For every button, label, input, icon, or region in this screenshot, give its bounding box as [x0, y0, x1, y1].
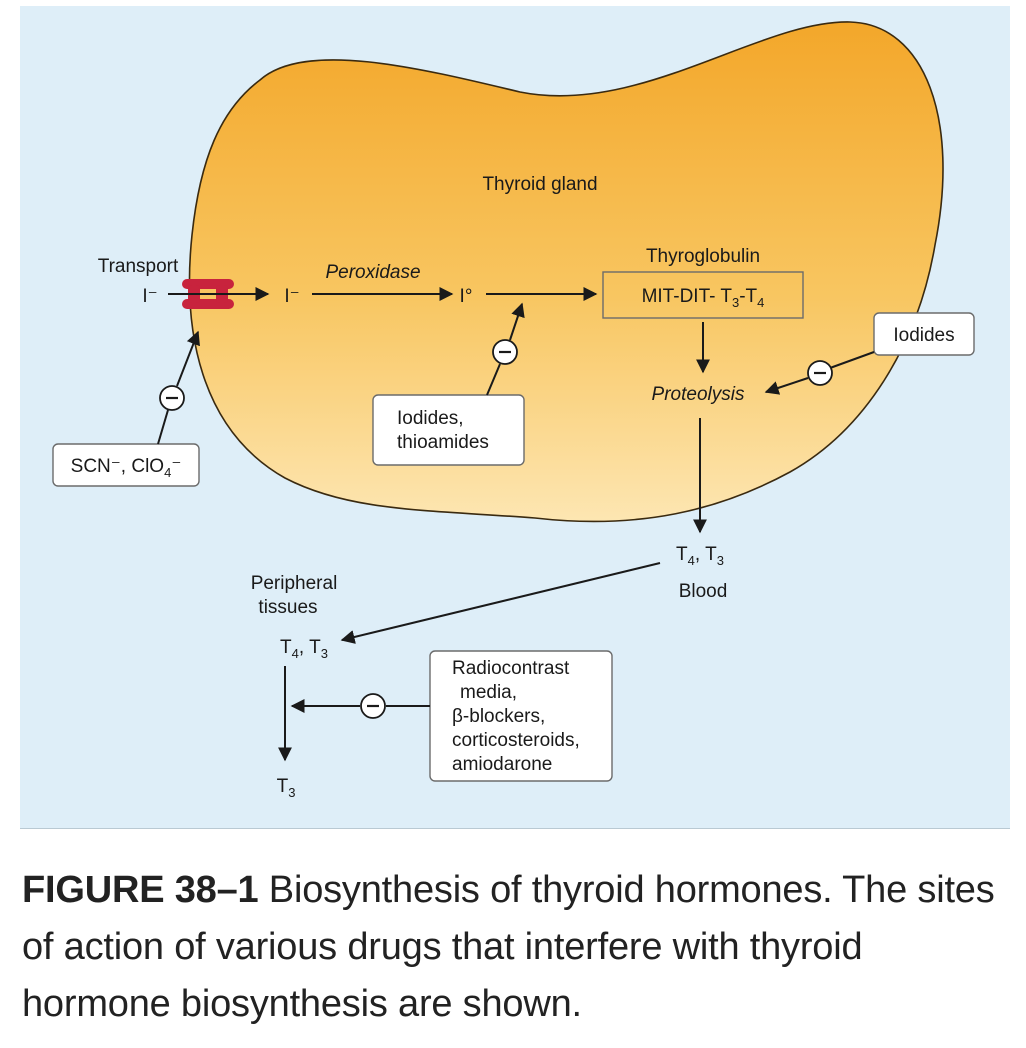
figure-number: FIGURE 38–1: [22, 869, 259, 911]
thyroid-gland-shape: [188, 21, 944, 523]
figure-caption: FIGURE 38–1 Biosynthesis of thyroid horm…: [22, 862, 1012, 1033]
iodides-right-box: [873, 312, 975, 356]
thioamides-inhibit-arrow: [509, 302, 525, 341]
proteolysis-label: Proteolysis: [652, 384, 745, 405]
scn-clo4-box: [52, 443, 200, 487]
inhibition-icon: [492, 339, 518, 365]
thioamides-connector: [486, 363, 501, 396]
thyroglobulin-box: [602, 271, 804, 319]
peroxidase-label: Peroxidase: [325, 262, 420, 283]
peripheral-label-line2: tissues: [258, 597, 317, 618]
scn-clo4-text: SCN⁻, ClO4⁻: [71, 456, 182, 480]
iodides-thioamides-line1: Iodides,: [397, 408, 464, 429]
t3-label: T3: [277, 776, 296, 800]
transporter-icon: [182, 279, 234, 309]
caption-text: Biosynthesis of thyroid hormones. The si…: [22, 869, 995, 1025]
thyroglobulin-box-text: MIT-DIT- T3-T4: [642, 286, 765, 310]
scn-inhibit-arrow: [176, 330, 200, 387]
blood-to-peripheral-arrow: [340, 562, 661, 644]
blood-label: Blood: [679, 581, 728, 602]
iodides-right-text: Iodides: [893, 325, 954, 346]
iodides-thioamides-box: [372, 394, 525, 466]
iodides-right-connector: [829, 351, 875, 369]
peripheral-label-line1: Peripheral: [251, 573, 338, 594]
inhibition-icon: [360, 693, 386, 719]
iodides-inhibit-arrow: [764, 377, 809, 395]
gland-label: Thyroid gland: [482, 174, 597, 195]
drug-media: media,: [460, 682, 517, 703]
transport-label: Transport: [98, 256, 179, 277]
peripheral-hormones-label: T4, T3: [280, 637, 328, 661]
iodide-external-label: I⁻: [142, 286, 157, 307]
drug-beta-blockers: β-blockers,: [452, 706, 545, 727]
drug-radiocontrast: Radiocontrast: [452, 658, 570, 679]
peripheral-drugs-box: [429, 650, 613, 782]
drug-amiodarone: amiodarone: [452, 754, 552, 775]
inhibition-icon: [159, 385, 185, 411]
scn-connector: [157, 409, 169, 445]
blood-hormones-label: T4, T3: [676, 544, 724, 568]
iodine-label: I°: [460, 286, 473, 307]
drug-corticosteroids: corticosteroids,: [452, 730, 580, 751]
iodides-thioamides-line2: thioamides: [397, 432, 489, 453]
inhibition-icon: [807, 360, 833, 386]
iodide-internal-label: I⁻: [284, 286, 299, 307]
thyroglobulin-label: Thyroglobulin: [646, 246, 760, 267]
